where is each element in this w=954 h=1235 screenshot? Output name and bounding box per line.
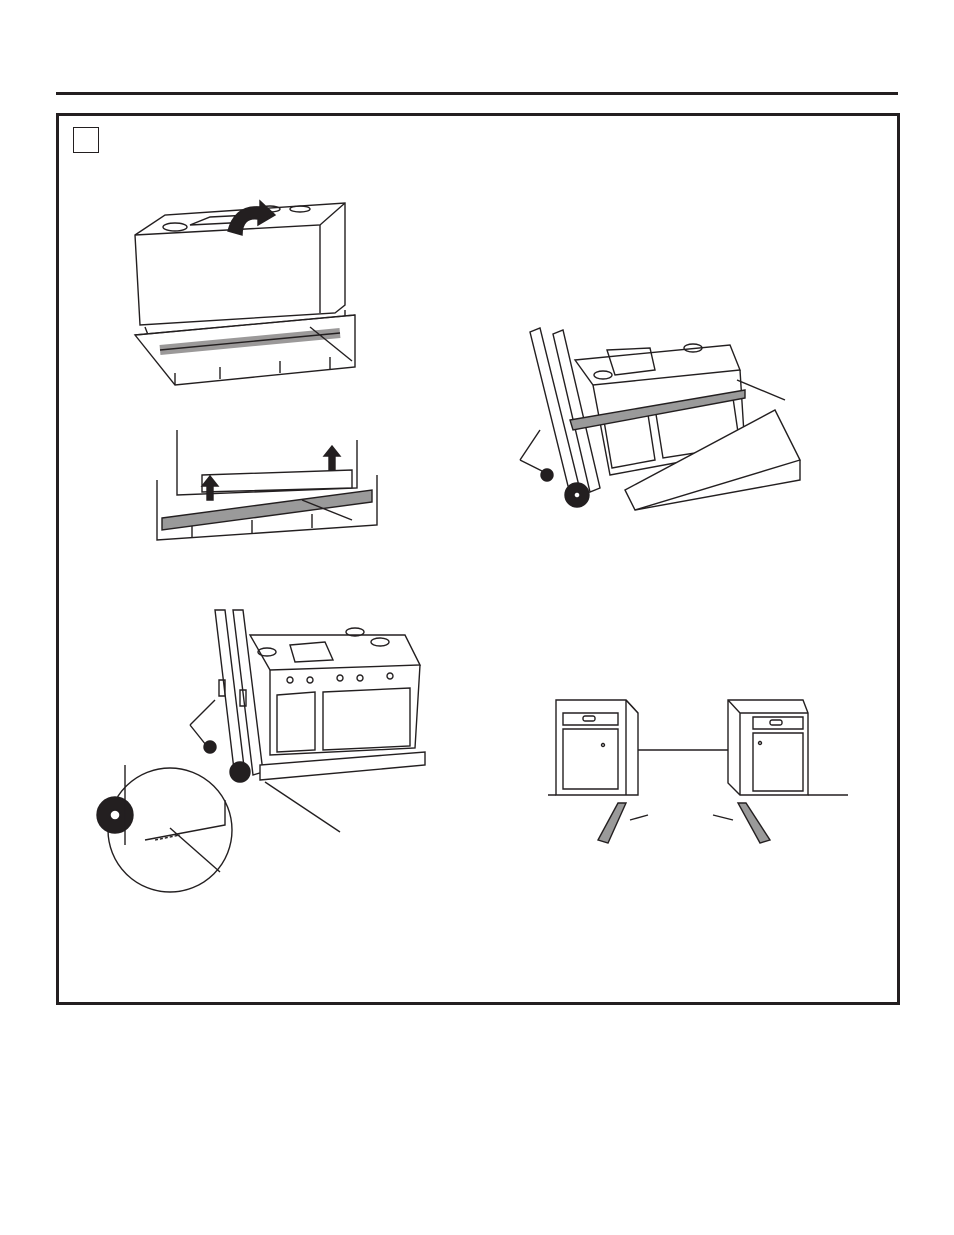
top-rule [56,92,898,95]
up-arrow-icon [324,446,340,470]
figure-cabinet-opening [548,695,848,850]
figure-lift-cover [130,195,370,395]
figure-remove-strip [152,430,382,555]
instruction-frame [56,113,900,1005]
curved-arrow-icon [228,201,275,235]
figure-dolly-tilt [515,320,815,520]
step-number-box [73,127,99,153]
up-arrow-icon [202,476,218,500]
figure-dolly-side [85,600,430,900]
